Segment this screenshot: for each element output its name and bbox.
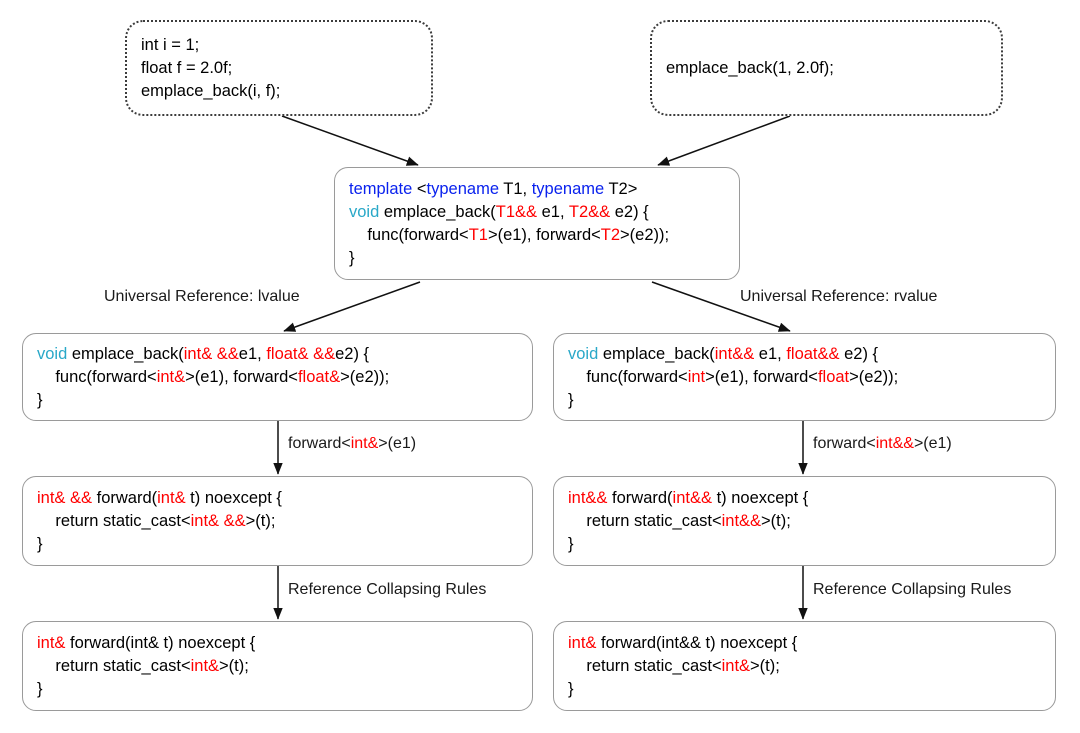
template-function-box: template <typename T1, typename T2> void… xyxy=(334,167,740,280)
template-function-code: template <typename T1, typename T2> void… xyxy=(349,179,670,267)
call-site-rvalue-box: emplace_back(1, 2.0f); xyxy=(650,20,1003,116)
call-site-rvalue-code: emplace_back(1, 2.0f); xyxy=(666,58,834,77)
instantiated-lvalue-box: void emplace_back(int& &&e1, float& &&e2… xyxy=(22,333,533,421)
call-site-lvalue-box: int i = 1; float f = 2.0f; emplace_back(… xyxy=(125,20,433,116)
forward-rvalue-code: int&& forward(int&& t) noexcept { return… xyxy=(568,488,809,553)
forward-lvalue-code: int& && forward(int& t) noexcept { retur… xyxy=(37,488,282,553)
collapsed-lvalue-code: int& forward(int& t) noexcept { return s… xyxy=(37,633,256,698)
instantiated-rvalue-box: void emplace_back(int&& e1, float&& e2) … xyxy=(553,333,1056,421)
instantiated-lvalue-code: void emplace_back(int& &&e1, float& &&e2… xyxy=(37,344,390,409)
arrow-call-lvalue-to-template xyxy=(281,115,419,166)
forward-rvalue-box: int&& forward(int&& t) noexcept { return… xyxy=(553,476,1056,566)
arrow-call-rvalue-to-template xyxy=(657,115,791,166)
label-universal-reference-lvalue: Universal Reference: lvalue xyxy=(104,288,300,305)
call-site-lvalue-code: int i = 1; float f = 2.0f; emplace_back(… xyxy=(141,35,281,100)
label-reference-collapsing-right: Reference Collapsing Rules xyxy=(813,581,1012,598)
collapsed-rvalue-code: int& forward(int&& t) noexcept { return … xyxy=(568,633,798,698)
arrow-template-to-lvalue xyxy=(283,281,421,332)
label-universal-reference-rvalue: Universal Reference: rvalue xyxy=(740,288,938,305)
label-forward-call-rvalue: forward<int&&>(e1) xyxy=(813,435,952,452)
collapsed-rvalue-box: int& forward(int&& t) noexcept { return … xyxy=(553,621,1056,711)
instantiated-rvalue-code: void emplace_back(int&& e1, float&& e2) … xyxy=(568,344,899,409)
collapsed-lvalue-box: int& forward(int& t) noexcept { return s… xyxy=(22,621,533,711)
label-forward-call-lvalue: forward<int&>(e1) xyxy=(288,435,417,452)
forward-lvalue-box: int& && forward(int& t) noexcept { retur… xyxy=(22,476,533,566)
label-reference-collapsing-left: Reference Collapsing Rules xyxy=(288,581,487,598)
